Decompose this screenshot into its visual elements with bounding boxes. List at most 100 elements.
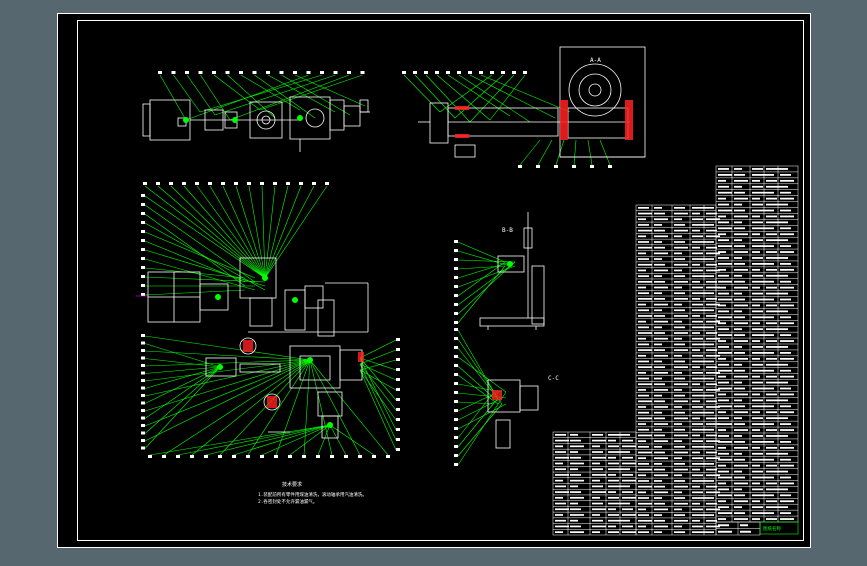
table-cell-text bbox=[692, 235, 703, 238]
table-cell-text bbox=[766, 268, 777, 271]
balloon-mark bbox=[435, 71, 439, 74]
table-cell-text bbox=[718, 233, 726, 236]
table-cell-text bbox=[570, 525, 581, 528]
table-cell-text bbox=[706, 457, 720, 460]
leader-line bbox=[457, 250, 511, 267]
balloon-mark bbox=[454, 382, 458, 385]
table-cell-text bbox=[766, 446, 777, 449]
leader-line bbox=[149, 424, 331, 456]
table-cell-text bbox=[766, 292, 780, 295]
table-cell-text bbox=[718, 280, 732, 283]
balloon-mark bbox=[234, 182, 238, 185]
table-cell-text bbox=[766, 316, 774, 319]
balloon-mark bbox=[608, 165, 612, 168]
balloon-mark bbox=[457, 71, 461, 74]
balloon-mark bbox=[312, 182, 316, 185]
table-cell-text bbox=[766, 452, 780, 455]
table-cell-text bbox=[622, 502, 630, 505]
table-cell-text bbox=[718, 251, 726, 253]
table-cell-text bbox=[570, 485, 578, 488]
table-cell-text bbox=[674, 286, 682, 289]
leader-line bbox=[144, 335, 311, 361]
table-cell-text bbox=[674, 366, 688, 369]
table-cell-text bbox=[622, 474, 633, 476]
table-cell-text bbox=[780, 292, 788, 295]
table-cell-text bbox=[718, 346, 729, 348]
leader-line bbox=[454, 74, 504, 119]
table-cell-text bbox=[570, 491, 581, 493]
leader-line bbox=[144, 213, 246, 287]
table-cell-text bbox=[654, 497, 662, 499]
balloon-mark bbox=[141, 379, 145, 382]
table-cell-text bbox=[766, 298, 774, 301]
table-cell-text bbox=[706, 480, 714, 482]
table-cell-text bbox=[674, 383, 688, 386]
table-cell-text bbox=[692, 497, 706, 499]
table-cell-text bbox=[555, 439, 569, 442]
table-cell-text bbox=[780, 500, 794, 503]
table-cell-text bbox=[734, 280, 745, 283]
table-cell-text bbox=[692, 445, 706, 448]
table-cell-text bbox=[654, 383, 665, 386]
title-block: 图纸名称 bbox=[759, 521, 799, 535]
table-cell-text bbox=[654, 406, 668, 408]
table-cell-text bbox=[706, 303, 720, 306]
table-cell-text bbox=[638, 218, 646, 221]
table-cell-text bbox=[638, 394, 649, 397]
table-cell-text bbox=[718, 227, 732, 230]
table-cell-text bbox=[706, 514, 714, 516]
table-cell-text bbox=[608, 456, 616, 459]
table-cell-text bbox=[718, 399, 729, 402]
table-cell-text bbox=[766, 512, 774, 514]
table-cell-text bbox=[734, 506, 742, 509]
leader-line bbox=[309, 359, 333, 456]
table-cell-text bbox=[766, 506, 780, 509]
table-cell-text bbox=[706, 280, 717, 283]
table-cell-text bbox=[674, 218, 682, 221]
leader-line bbox=[144, 267, 246, 279]
balloon-mark bbox=[454, 303, 458, 306]
table-cell-text bbox=[654, 263, 665, 266]
table-cell-text bbox=[674, 241, 685, 243]
table-cell-text bbox=[608, 445, 619, 448]
table-cell-text bbox=[706, 428, 714, 431]
table-cell-text bbox=[638, 303, 646, 306]
leader-line bbox=[159, 74, 187, 121]
balloon-mark bbox=[288, 455, 292, 458]
balloon-mark bbox=[141, 284, 145, 287]
balloon-mark bbox=[454, 321, 458, 324]
balloon-mark bbox=[372, 455, 376, 458]
side-view-b: B-B bbox=[454, 212, 545, 330]
table-cell-text bbox=[608, 496, 619, 499]
table-cell-text bbox=[638, 349, 652, 351]
table-cell-text bbox=[752, 245, 766, 247]
leader-line bbox=[264, 185, 328, 279]
table-cell-text bbox=[734, 470, 742, 473]
table-cell-text bbox=[766, 340, 777, 342]
table-cell-text bbox=[692, 474, 703, 477]
table-cell-text bbox=[674, 235, 682, 238]
table-cell-text bbox=[718, 381, 729, 384]
balloon-mark bbox=[325, 182, 329, 185]
leader-line bbox=[170, 185, 266, 279]
table-cell-text bbox=[734, 268, 748, 271]
table-cell-text bbox=[608, 491, 616, 493]
table-cell-text bbox=[766, 441, 774, 443]
table-cell-text bbox=[734, 411, 748, 414]
table-cell-text bbox=[752, 203, 763, 206]
notes-line-1: 1.装配前所有零件用煤油清洗，滚动轴承用汽油清洗。 bbox=[258, 491, 367, 498]
table-cell-text bbox=[592, 474, 606, 476]
table-cell-text bbox=[674, 269, 682, 272]
table-cell-text bbox=[654, 366, 665, 369]
balloon-mark bbox=[279, 71, 284, 74]
leader-line bbox=[587, 139, 593, 166]
table-cell-text bbox=[752, 494, 766, 497]
table-cell-text bbox=[692, 309, 706, 312]
table-cell-text bbox=[780, 209, 791, 212]
table-cell-text bbox=[780, 363, 788, 366]
leader-line bbox=[261, 424, 331, 456]
leader-line bbox=[144, 359, 311, 427]
table-cell-text bbox=[766, 346, 780, 348]
table-cell-text bbox=[555, 514, 563, 516]
